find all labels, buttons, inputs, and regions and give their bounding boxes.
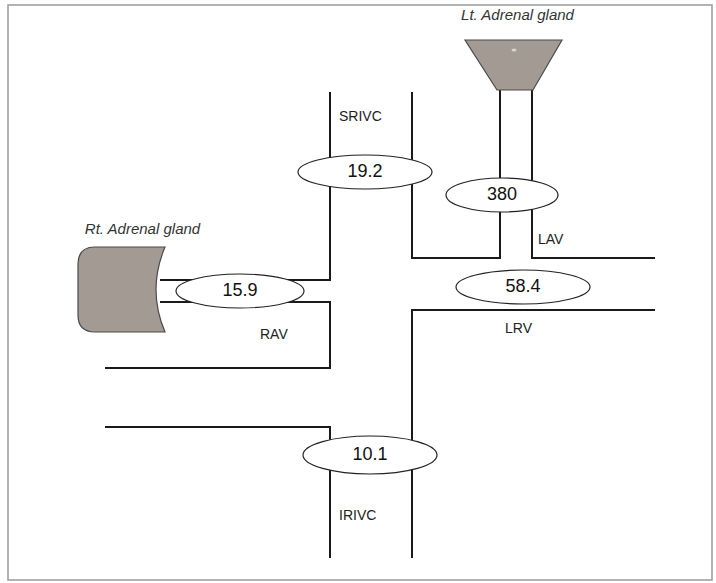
left-adrenal-gland: Lt. Adrenal gland: [430, 6, 605, 96]
ellipse-shape: [303, 436, 437, 474]
vessel-label: SRIVC: [339, 108, 382, 124]
ellipse-shape: [446, 178, 558, 212]
vein-wall: [412, 310, 655, 558]
vessel-label: LAV: [538, 231, 563, 247]
vessel-label: IRIVC: [339, 507, 376, 523]
organ-label: Lt. Adrenal gland: [430, 6, 605, 24]
sample-value: 10.1: [302, 435, 438, 475]
vein-wall: [105, 427, 330, 558]
frame-border: [8, 5, 712, 580]
gland-shape: [465, 40, 562, 90]
sample-value: 58.4: [455, 269, 591, 305]
ellipse-shape: [456, 270, 590, 304]
gland-highlight: [512, 49, 517, 52]
sample-value-text: 19.2: [347, 162, 382, 182]
gland-shape: [78, 247, 165, 332]
sample-value-text: 58.4: [505, 277, 540, 297]
ellipse-shape: [298, 155, 432, 189]
sample-value-text: 15.9: [222, 281, 257, 301]
vessel-label: RAV: [260, 326, 288, 342]
sample-value: 19.2: [297, 154, 433, 190]
sample-value-text: 380: [487, 185, 517, 205]
ellipse-shape: [176, 274, 304, 308]
vein-wall: [532, 88, 655, 258]
sample-value-text: 10.1: [352, 445, 387, 465]
vessel-label: LRV: [505, 320, 532, 336]
sample-value: 380: [445, 177, 559, 213]
vein-wall: [160, 92, 330, 280]
organ-label: Rt. Adrenal gland: [55, 220, 230, 238]
sample-value: 15.9: [175, 273, 305, 309]
